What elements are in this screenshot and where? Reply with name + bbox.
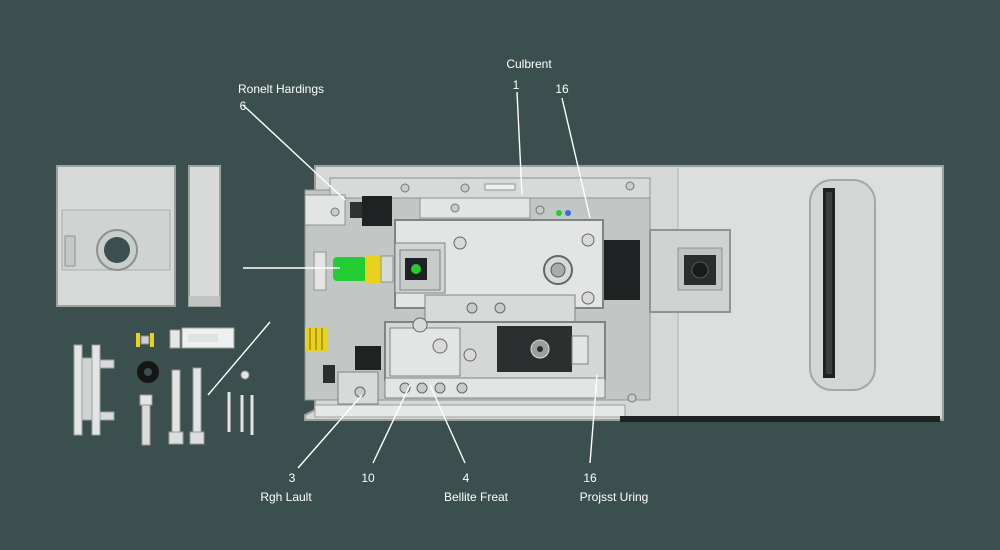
footer-strip [620,416,940,422]
callout-number-16-bottom: 16 [583,471,597,485]
yellow-connector [305,327,327,351]
side-block-module [56,165,176,307]
screw-parts [139,367,254,446]
yellow-clips [136,333,154,347]
callout-label-bellite-freat: Bellite Freat [443,490,509,504]
callout-number-16-top: 16 [555,82,569,96]
callout-number-4: 4 [462,471,470,485]
laser-module [313,251,427,291]
bottom-rail [314,377,637,418]
side-plate [188,165,221,307]
callout-number-6: 6 [239,99,247,113]
button-module [649,229,731,313]
callout-number-10: 10 [361,471,375,485]
top-rail [329,177,651,219]
status-indicators [556,210,571,216]
callout-title-culbrent: Culbrent [506,57,552,71]
callout-number-3: 3 [288,471,296,485]
middle-plate [424,294,576,326]
connector-part [169,327,235,349]
mechanism-plate [394,219,604,309]
callout-label-projsst-uring: Projsst Uring [579,490,649,504]
bracket-parts [73,344,115,436]
motor-block [497,326,589,372]
left-mount [304,194,392,226]
handle-slot [809,179,876,391]
leader-lines [207,91,598,469]
callout-title-ronelt-hardings: Ronelt Hardings [237,82,325,96]
callout-number-1: 1 [512,78,520,92]
callout-label-rgh-lault: Rgh Lault [260,490,312,504]
o-ring [137,361,159,383]
